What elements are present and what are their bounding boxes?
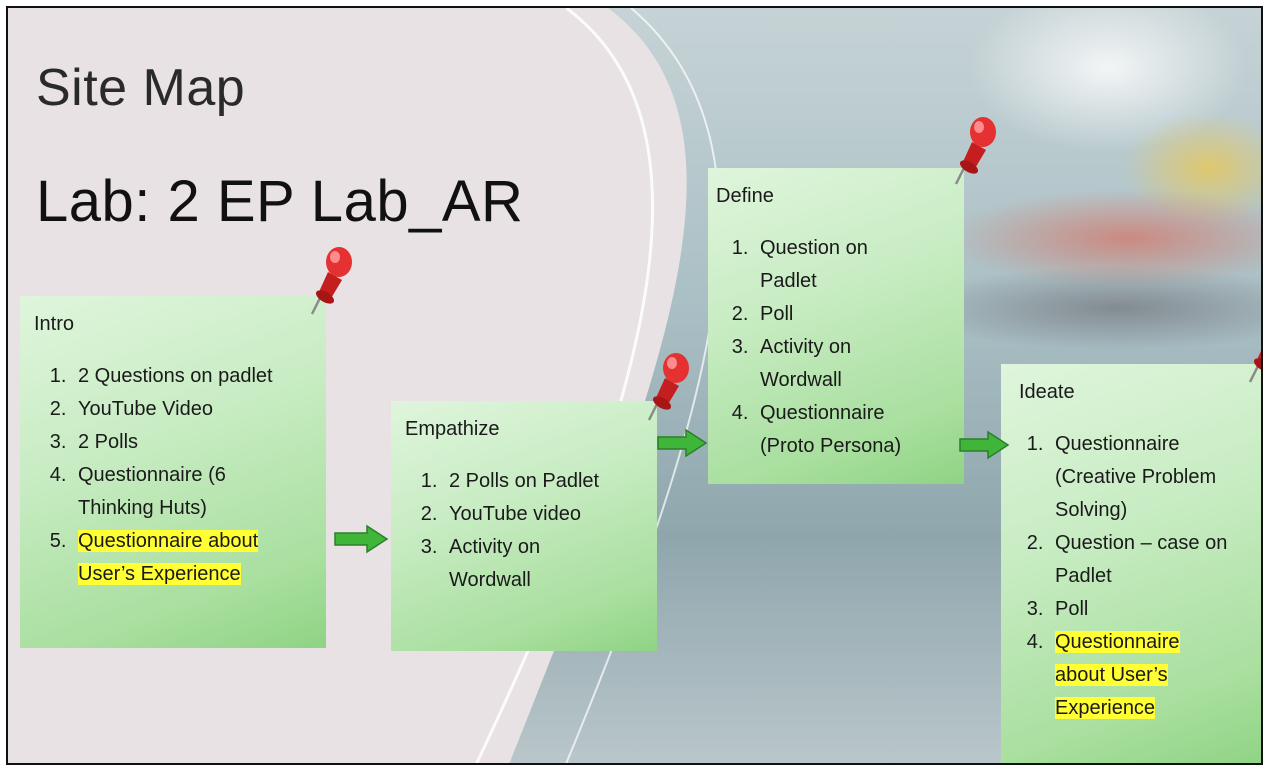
pushpin-icon xyxy=(954,117,996,185)
note-heading: Intro xyxy=(34,313,75,335)
list-item: Poll xyxy=(754,298,964,331)
list-item: 2 Polls xyxy=(72,426,326,459)
note-heading: Define xyxy=(716,185,774,207)
list-item: Question on Padlet xyxy=(754,232,890,298)
list-item: Questionnaire (Creative Problem Solving) xyxy=(1049,428,1245,527)
right-arrow-icon xyxy=(657,428,708,458)
note-ideate: Ideate Questionnaire (Creative Problem S… xyxy=(1001,364,1261,763)
note-list: 2 Polls on Padlet YouTube video Activity… xyxy=(405,465,657,597)
note-intro: Intro 2 Questions on padlet YouTube Vide… xyxy=(20,296,326,648)
list-item: 2 Questions on padlet xyxy=(72,360,326,393)
note-list: 2 Questions on padlet YouTube Video 2 Po… xyxy=(34,360,326,591)
pushpin-icon xyxy=(647,353,689,421)
note-heading: Ideate xyxy=(1019,381,1075,403)
list-item: Question – case on Padlet xyxy=(1049,527,1255,593)
list-item: Activity on Wordwall xyxy=(443,531,579,597)
list-item: Questionnaire (Proto Persona) xyxy=(754,397,932,463)
list-item: Questionnaire (6 Thinking Huts) xyxy=(72,459,304,525)
list-item: Questionnaire about User’s Experience xyxy=(72,525,304,591)
note-heading: Empathize xyxy=(405,418,500,440)
right-arrow-icon xyxy=(959,430,1010,460)
slide-subtitle: Lab: 2 EP Lab_AR xyxy=(36,169,524,234)
slide-title: Site Map xyxy=(36,59,246,117)
list-item: 2 Polls on Padlet xyxy=(443,465,657,498)
list-item: Activity on Wordwall xyxy=(754,331,890,397)
highlighted-text: Questionnaire about User’s Experience xyxy=(78,530,259,585)
slide: Site Map Lab: 2 EP Lab_AR Intro 2 Questi… xyxy=(6,6,1263,765)
note-empathize: Empathize 2 Polls on Padlet YouTube vide… xyxy=(391,401,657,651)
highlighted-text: Questionnaire about User’s Experience xyxy=(1055,631,1180,719)
pushpin-icon xyxy=(310,247,352,315)
note-list: Questionnaire (Creative Problem Solving)… xyxy=(1019,428,1261,725)
list-item: YouTube video xyxy=(443,498,657,531)
note-define: Define Question on Padlet Poll Activity … xyxy=(708,168,964,484)
list-item: Poll xyxy=(1049,593,1261,626)
pushpin-icon xyxy=(1248,351,1261,383)
list-item: YouTube Video xyxy=(72,393,326,426)
list-item: Questionnaire about User’s Experience xyxy=(1049,626,1215,725)
note-list: Question on Padlet Poll Activity on Word… xyxy=(716,232,964,463)
right-arrow-icon xyxy=(334,524,389,554)
